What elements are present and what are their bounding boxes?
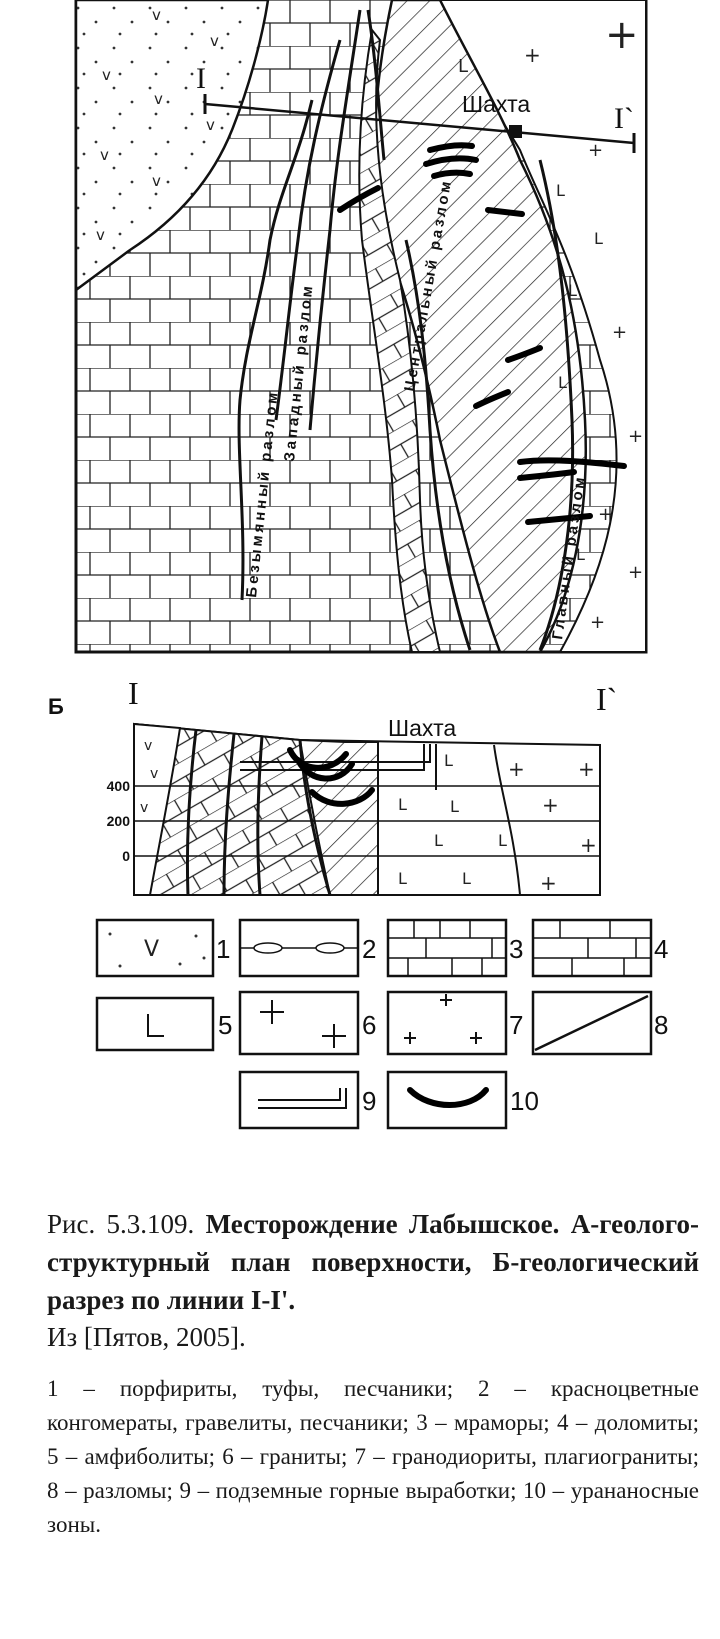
svg-text:v: v (206, 116, 215, 134)
legend-number-3: 3 (509, 934, 523, 964)
svg-text:L: L (434, 831, 443, 850)
svg-text:+: + (508, 757, 525, 781)
figure-legend-text: 1 – порфириты, туфы, песчаники; 2 – крас… (47, 1376, 699, 1537)
depth-label-200: 200 (107, 813, 131, 829)
svg-text:L: L (576, 545, 585, 564)
svg-text:v: v (100, 146, 109, 164)
svg-text:L: L (458, 56, 468, 77)
legend-swatch-3 (386, 918, 508, 978)
svg-text:v: v (210, 32, 219, 50)
figure-source: Из [Пятов, 2005]. (47, 1322, 246, 1352)
svg-text:v: v (150, 766, 158, 782)
fault-lines (237, 9, 575, 651)
svg-text:+: + (605, 12, 639, 58)
legend-swatch-1 (95, 918, 215, 978)
svg-text:L: L (398, 869, 407, 888)
section-end-label: I` (596, 681, 617, 717)
svg-text:v: v (140, 800, 148, 816)
svg-text:+: + (612, 322, 627, 343)
section-fault-lines (185, 729, 332, 896)
svg-text:L: L (450, 797, 459, 816)
svg-text:v: v (154, 90, 163, 108)
svg-text:+: + (580, 833, 597, 857)
plan-shaft-marker (509, 125, 522, 138)
legend-swatch-5 (95, 996, 215, 1052)
depth-label-0: 0 (122, 848, 130, 864)
figure-title: Месторождение Лабышское. А-геолого-струк… (47, 1209, 700, 1315)
svg-text:v: v (152, 6, 161, 24)
section-shaft-label: Шахта (388, 715, 456, 741)
svg-text:L: L (462, 869, 471, 888)
legend-number-4: 4 (654, 934, 668, 964)
figure-number: Рис. 5.3.109. (47, 1209, 195, 1239)
svg-text:L: L (556, 181, 565, 200)
svg-text:+: + (628, 562, 643, 583)
legend-number-8: 8 (654, 1010, 668, 1040)
legend-number-2: 2 (362, 934, 376, 964)
legend-numbers: 1 2 3 4 5 6 7 8 9 10 (216, 934, 668, 1116)
svg-text:+: + (588, 140, 603, 161)
plan-rock-symbols: + + + + + + + + L L L L L L (458, 12, 643, 633)
svg-text:+: + (542, 793, 559, 817)
section-panel-label: Б (48, 694, 64, 719)
svg-text:L: L (444, 751, 453, 770)
svg-text:+: + (578, 757, 595, 781)
svg-text:v: v (102, 66, 111, 84)
svg-text:+: + (628, 426, 643, 447)
section-uranium-zones (287, 747, 375, 807)
geological-section: Б I I` Шахта (48, 675, 617, 896)
section-volcanic-wedge (133, 722, 182, 896)
svg-text:L: L (558, 373, 567, 392)
section-rock-symbols: vv v LL LL LL L ++ ++ + (140, 738, 597, 895)
legend-number-5: 5 (218, 1010, 232, 1040)
figure-caption-title: Рис. 5.3.109. Месторождение Лабышское. А… (47, 1205, 699, 1319)
svg-text:L: L (498, 831, 507, 850)
svg-text:V: V (144, 937, 159, 962)
plan-uranium-zones (337, 142, 627, 525)
svg-text:+: + (598, 504, 613, 525)
section-depth-lines (134, 785, 600, 857)
plan-section-start-label: I (196, 62, 206, 95)
svg-text:v: v (96, 226, 105, 244)
section-depth-labels: 400 200 0 (107, 778, 131, 864)
svg-text:v: v (144, 738, 152, 754)
legend-swatch-4 (531, 918, 653, 978)
volcanic-area (74, 0, 270, 293)
svg-text:+: + (524, 43, 541, 67)
geology-figure: vvv vvv vv (48, 0, 668, 1130)
svg-text:+: + (540, 871, 557, 895)
svg-text:v: v (152, 172, 161, 190)
svg-text:L: L (594, 229, 603, 248)
legend-number-1: 1 (216, 934, 230, 964)
plan-section-end-label: I` (614, 102, 634, 135)
svg-text:L: L (398, 795, 407, 814)
depth-label-400: 400 (107, 778, 131, 794)
legend-swatch-10 (386, 1070, 508, 1130)
plan-section-line (204, 102, 635, 145)
svg-text:+: + (590, 612, 605, 633)
v-symbols: v v v v v v v v (96, 6, 219, 244)
legend-number-6: 6 (362, 1010, 376, 1040)
legend-number-10: 10 (510, 1086, 539, 1116)
geological-plan: v v v v v v v v (74, 0, 648, 654)
legend-number-9: 9 (362, 1086, 376, 1116)
legend-swatch-6 (238, 990, 360, 1056)
svg-text:L: L (568, 281, 577, 300)
legend-number-7: 7 (509, 1010, 523, 1040)
plan-shaft-label: Шахта (462, 91, 530, 117)
section-start-label: I (128, 675, 139, 711)
legend: V 1 2 3 4 5 (95, 918, 668, 1130)
